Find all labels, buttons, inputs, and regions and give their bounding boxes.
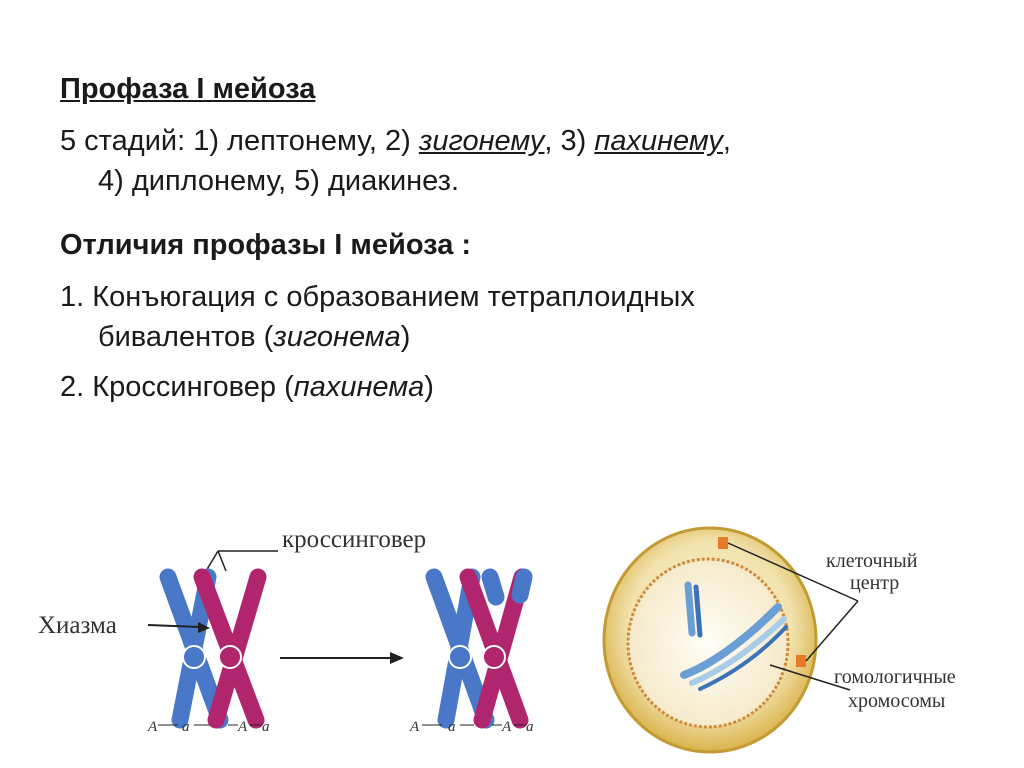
chiasma-label: Хиазма bbox=[38, 612, 117, 639]
nucleus bbox=[626, 557, 790, 729]
allele-a-1: a bbox=[182, 719, 190, 735]
item-2-suffix: ) bbox=[424, 371, 434, 403]
center-pointer-2 bbox=[805, 600, 859, 662]
chromosome-1 bbox=[684, 581, 696, 637]
homologous-label-1: гомологичные bbox=[834, 666, 956, 688]
allele-A-1: A bbox=[147, 719, 158, 735]
stages-prefix: 5 стадий: 1) лептонему, 2) bbox=[60, 125, 419, 157]
allele-a-3: a bbox=[448, 719, 456, 735]
centromere-magenta-after bbox=[482, 645, 506, 669]
allele-A-3: A bbox=[409, 719, 420, 735]
crossover-diagram: кроссинговер Хиазма A a A a A a bbox=[38, 526, 534, 735]
item-1-line-2: бивалентов (зигонема) bbox=[98, 320, 410, 354]
stage-pachynema: пахинему bbox=[594, 125, 723, 157]
chromosome-3 bbox=[680, 603, 782, 679]
centromere-blue bbox=[182, 645, 206, 669]
allele-A-2: A bbox=[237, 719, 248, 735]
heading-prophase: Профаза I мейоза bbox=[60, 73, 316, 105]
centrosome-right bbox=[796, 655, 806, 667]
heading-differences: Отличия профазы I мейоза : bbox=[60, 229, 472, 261]
stages-end: , bbox=[722, 125, 731, 157]
allele-a-4: a bbox=[526, 719, 534, 735]
cell-center-label-1: клеточный bbox=[826, 550, 918, 572]
chiasma-arrow-line bbox=[147, 624, 201, 628]
stages-line-1: 5 стадий: 1) лептонему, 2) зигонему, 3) … bbox=[60, 124, 731, 158]
chiasma-arrow-head bbox=[198, 622, 210, 633]
cell-diagram: клеточный центр гомологичные хромосомы bbox=[602, 526, 956, 754]
crossover-label: кроссинговер bbox=[282, 526, 426, 553]
item-2-prefix: 2. Кроссинговер ( bbox=[60, 371, 294, 403]
homologous-chromosomes bbox=[680, 581, 788, 691]
item-2-italic: пахинема bbox=[293, 371, 425, 403]
item-1-suffix: ) bbox=[400, 321, 411, 353]
stage-zygonema: зигонему bbox=[418, 125, 545, 157]
stages-line-2: 4) диплонему, 5) диакинез. bbox=[98, 165, 459, 197]
allele-A-4: A bbox=[501, 719, 512, 735]
centromere-blue-after bbox=[448, 645, 472, 669]
crossover-pointer-2 bbox=[217, 550, 227, 572]
chromosome-2 bbox=[693, 584, 703, 638]
allele-a-2: a bbox=[262, 719, 270, 735]
transition-arrow-head bbox=[390, 652, 404, 664]
item-1-prefix: бивалентов ( bbox=[98, 321, 274, 353]
exchanged-segment-blue-2 bbox=[511, 568, 533, 604]
homologous-pointer bbox=[769, 664, 851, 691]
stages-mid: , 3) bbox=[544, 125, 595, 157]
item-1-line-1: 1. Конъюгация с образованием тетраплоидн… bbox=[60, 281, 695, 313]
centrosome-top bbox=[718, 537, 728, 549]
chromosome-pair-after bbox=[425, 568, 533, 729]
crossover-pointer-1 bbox=[205, 550, 219, 572]
homologous-label-2: хромосомы bbox=[848, 690, 945, 712]
chromosome-5 bbox=[698, 625, 788, 691]
chromosome-4 bbox=[689, 616, 787, 686]
center-pointer-1 bbox=[727, 542, 859, 602]
exchanged-segment-blue bbox=[481, 568, 505, 606]
item-2: 2. Кроссинговер (пахинема) bbox=[60, 370, 434, 404]
item-1-italic: зигонема bbox=[273, 321, 401, 353]
chromosome-pair-before bbox=[159, 568, 267, 729]
centromere-magenta bbox=[218, 645, 242, 669]
cell-center-label-2: центр bbox=[850, 572, 899, 594]
